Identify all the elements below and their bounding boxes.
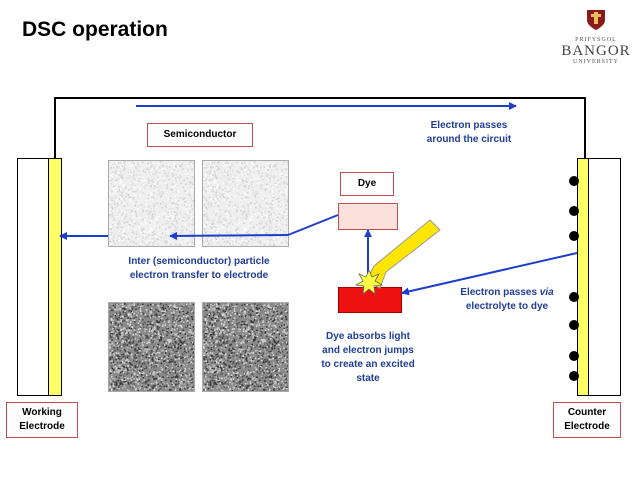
counter-electrode-line-1: Counter [567,407,607,418]
electrolyte-to-dye-arrow [401,252,578,296]
counter-electrode-glass [588,158,621,396]
dye-excited-state [338,203,398,230]
dye-absorbs-line-2: and electron jumps [322,345,414,356]
particle-texture [203,303,288,391]
university-logo: PRIFYSGOL BANGOR UNIVERSITY [560,8,632,66]
electrolyte-via: via [539,287,554,298]
logo-name: BANGOR [561,43,631,59]
dye-absorbs-line-3: to create an excited [321,359,415,370]
particle-texture [109,303,194,391]
semiconductor-particle-dark-2 [202,302,289,392]
inter-particle-label: Inter (semiconductor) particle electron … [104,255,294,283]
semiconductor-particle-light-1 [108,160,195,247]
dye-label: Dye [340,172,394,196]
counter-electrode-dots [569,176,579,381]
working-electrode-line-1: Working [22,407,62,418]
page-title: DSC operation [22,18,168,41]
electrolyte-line-2: electrolyte to dye [465,301,549,312]
counter-electrode-line-2: Electrode [564,421,610,432]
electrolyte-label: Electron passes via electrolyte to dye [444,286,570,314]
dye-absorbs-line-1: Dye absorbs light [326,331,410,342]
electron-circuit-line-2: around the circuit [426,134,512,145]
working-electrode-label: Working Electrode [6,402,78,438]
electrolyte-prefix: Electron passes [460,287,540,298]
inter-particle-line-1: Inter (semiconductor) particle [128,256,270,267]
electron-circuit-line-1: Electron passes [430,120,508,131]
dye-absorbs-label: Dye absorbs light and electron jumps to … [305,330,431,386]
flash-icon [354,268,384,295]
electrolyte-line-1: Electron passes via [444,286,570,300]
logo-top-line: PRIFYSGOL [575,37,617,43]
semiconductor-particle-dark-1 [108,302,195,392]
light-beam [365,219,441,289]
semiconductor-to-semiconductor-arrow [169,231,289,240]
circuit-wire [54,97,586,163]
inter-particle-line-2: electron transfer to electrode [129,270,269,281]
electron-circuit-label: Electron passes around the circuit [404,119,534,147]
logo-bottom-line: UNIVERSITY [573,59,619,65]
semiconductor-label: Semiconductor [147,123,253,147]
working-electrode-bar [48,158,62,396]
working-electrode-line-2: Electrode [19,421,65,432]
crest-icon [587,10,605,30]
particle-texture [109,161,194,246]
dye-absorbs-line-4: state [356,373,380,384]
counter-electrode-label: Counter Electrode [553,402,621,438]
working-electrode-glass [17,158,50,396]
dye-to-semiconductor-arrow [287,214,339,236]
